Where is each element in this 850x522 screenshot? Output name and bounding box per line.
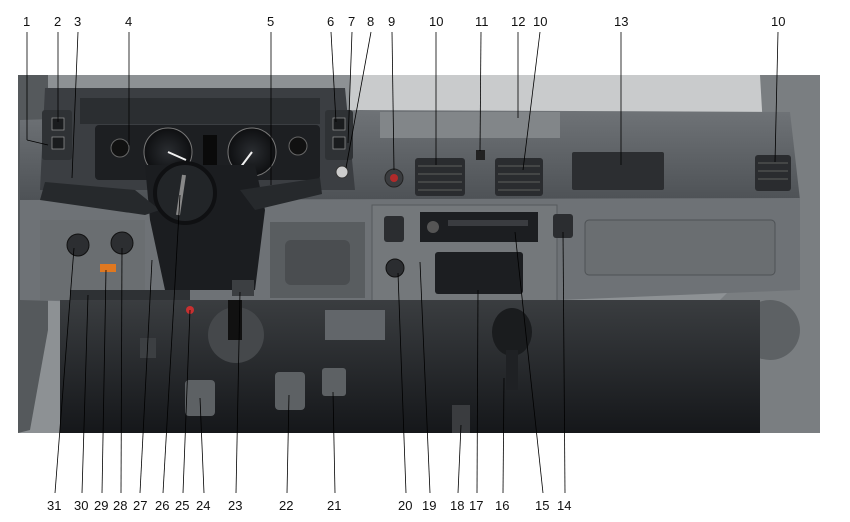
callout-29: 29 (94, 498, 109, 513)
right-stalk (240, 178, 322, 210)
fuel-gauge (110, 138, 130, 158)
windshield (350, 75, 820, 115)
callout-23: 23 (228, 498, 243, 513)
warning-lights (203, 135, 217, 171)
floor (60, 300, 760, 433)
lever-29 (100, 264, 116, 272)
temp-gauge (288, 136, 308, 156)
callout-25: 25 (175, 498, 190, 513)
switch-1 (51, 136, 65, 150)
hood-lip (80, 98, 320, 124)
radio (420, 212, 538, 242)
switch-7 (332, 136, 346, 150)
callout-19: 19 (422, 498, 437, 513)
top-leader-lines (26, 31, 779, 185)
radio-knob (427, 221, 439, 233)
callout-21: 21 (327, 498, 342, 513)
callout-6: 6 (327, 14, 335, 29)
left-lower-panel (40, 220, 145, 300)
callout-28: 28 (113, 498, 128, 513)
parking-brake-18 (452, 405, 470, 433)
accelerator-21 (322, 368, 346, 396)
gear-knob-16 (492, 308, 532, 356)
callout-24: 24 (196, 498, 211, 513)
knob-8 (335, 165, 349, 179)
sensor-11 (476, 150, 485, 160)
callout-14: 14 (557, 498, 572, 513)
callout-9: 9 (388, 14, 396, 29)
switch-31 (66, 233, 90, 257)
callout-20: 20 (398, 498, 413, 513)
callout-27: 27 (133, 498, 148, 513)
callout-13: 13 (614, 14, 629, 29)
switch-19 (384, 216, 404, 242)
callout-4: 4 (125, 14, 133, 29)
vent-center-left (415, 158, 465, 196)
cup-recess (285, 240, 350, 285)
callout-7: 7 (348, 14, 356, 29)
callout-31: 31 (47, 498, 62, 513)
callout-26: 26 (155, 498, 170, 513)
callout-10c: 10 (771, 14, 786, 29)
vent-right (755, 155, 791, 191)
vent-slats (418, 162, 788, 191)
callout-12: 12 (511, 14, 526, 29)
radio-slot (448, 220, 528, 226)
callout-5: 5 (267, 14, 275, 29)
defroster-shelf (380, 112, 560, 138)
callout-1: 1 (23, 14, 31, 29)
callout-3: 3 (74, 14, 82, 29)
switch-14 (553, 214, 573, 238)
callout-18: 18 (450, 498, 465, 513)
glovebox (584, 219, 776, 276)
callout-2: 2 (54, 14, 62, 29)
steering-hub (153, 161, 217, 225)
brake-pedal-22 (275, 372, 305, 410)
transfer-lever (228, 300, 242, 340)
left-stalk (40, 182, 160, 215)
callout-17: 17 (469, 498, 484, 513)
gear-lever (506, 350, 518, 390)
vent-center-right (495, 158, 543, 196)
bottom-leader-lines (54, 194, 566, 494)
switch-6 (332, 117, 346, 131)
hazard-light (390, 174, 398, 182)
callout-30: 30 (74, 498, 89, 513)
right-switch-pod (325, 110, 353, 160)
callout-11: 11 (475, 14, 489, 29)
item-27 (140, 338, 156, 358)
callout-8: 8 (367, 14, 375, 29)
callout-10b: 10 (533, 14, 548, 29)
lever-23 (232, 280, 254, 296)
speedometer-needle (167, 151, 187, 161)
callout-16: 16 (495, 498, 510, 513)
left-switch-pod (42, 110, 72, 160)
callout-22: 22 (279, 498, 294, 513)
callout-10a: 10 (429, 14, 444, 29)
upper-compartment (572, 152, 664, 190)
callout-15: 15 (535, 498, 550, 513)
lighter-20 (385, 258, 405, 278)
heater-box (325, 310, 385, 340)
ashtray-17 (435, 252, 523, 294)
